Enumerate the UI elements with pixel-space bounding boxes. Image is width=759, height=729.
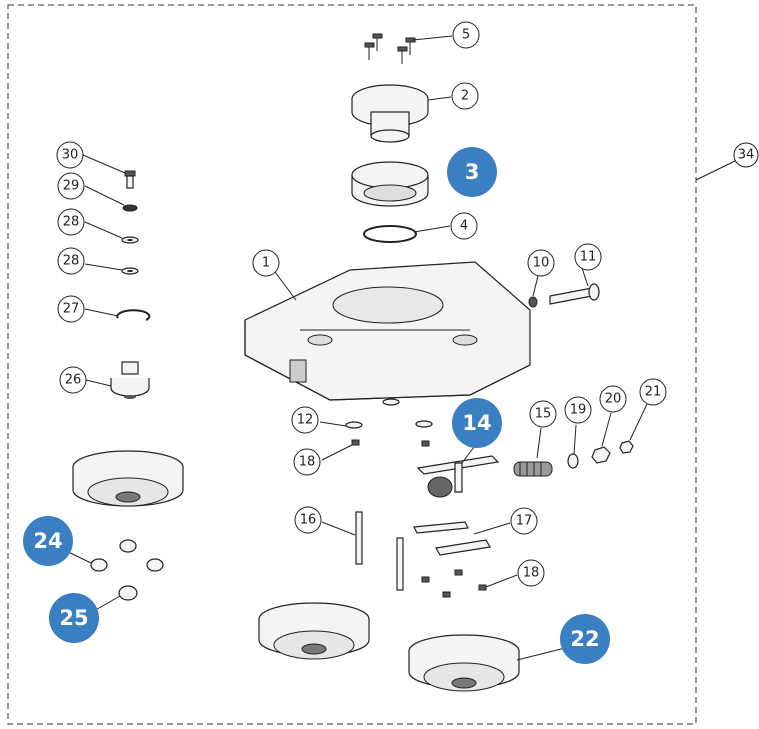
nut-part-21	[619, 440, 634, 454]
svg-text:30: 30	[62, 148, 79, 163]
svg-text:10: 10	[533, 256, 550, 271]
wheel-hub-part-26	[110, 361, 150, 399]
bracket-part-14	[416, 455, 500, 498]
svg-text:5: 5	[462, 28, 470, 43]
svg-text:4: 4	[460, 219, 468, 234]
callout-15: 15	[529, 400, 557, 428]
svg-text:28: 28	[63, 215, 80, 230]
washer-part-28-a	[121, 236, 139, 244]
small-screws-part-18-lower	[421, 569, 487, 598]
small-screws-part-18-upper	[351, 439, 430, 447]
svg-text:28: 28	[63, 254, 80, 269]
svg-text:25: 25	[59, 606, 88, 630]
callout-17: 17	[510, 507, 538, 535]
highlight-callout-3: 3	[447, 147, 497, 197]
svg-text:17: 17	[516, 514, 533, 529]
wheel-bottom-left	[258, 602, 370, 660]
svg-text:15: 15	[535, 407, 552, 422]
svg-text:34: 34	[738, 148, 755, 163]
svg-text:19: 19	[570, 403, 587, 418]
callout-10: 10	[527, 249, 555, 277]
highlight-callout-22: 22	[516, 614, 610, 664]
svg-text:24: 24	[33, 529, 62, 553]
washer-part-19	[567, 453, 579, 469]
shafts-part-16	[355, 511, 404, 591]
wheel-bottom-right-part-22	[408, 634, 520, 692]
feet-part-24	[90, 539, 164, 572]
bearing-housing-part-2	[351, 84, 429, 143]
svg-text:2: 2	[461, 89, 469, 104]
callout-20: 20	[599, 385, 627, 413]
callout-16: 16	[294, 506, 322, 534]
bearing-part-3	[351, 161, 429, 207]
washer-part-28-b	[121, 267, 139, 275]
nut-part-20	[591, 446, 611, 464]
callout-27: 27	[57, 295, 85, 323]
highlight-callout-14: 14	[452, 398, 502, 464]
highlight-callout-25: 25	[49, 593, 121, 643]
svg-text:14: 14	[462, 411, 491, 435]
svg-text:16: 16	[300, 513, 317, 528]
callout-12: 12	[291, 406, 319, 434]
screw-part-30	[124, 170, 136, 189]
svg-text:11: 11	[580, 250, 597, 265]
screws-part-5	[364, 33, 416, 64]
svg-text:18: 18	[299, 455, 316, 470]
svg-text:18: 18	[523, 566, 540, 581]
callout-4: 4	[450, 212, 478, 240]
callout-2: 2	[451, 82, 479, 110]
svg-text:12: 12	[297, 413, 314, 428]
callout-34: 34	[733, 142, 759, 168]
svg-text:27: 27	[63, 302, 80, 317]
callout-21: 21	[639, 378, 667, 406]
spring-part-15	[513, 461, 553, 477]
callout-18-lower: 18	[517, 559, 545, 587]
callout-29: 29	[57, 172, 85, 200]
o-ring-part-29	[122, 204, 138, 212]
plates-part-17	[413, 521, 491, 556]
callout-28-b: 28	[57, 247, 85, 275]
callout-26: 26	[59, 366, 87, 394]
svg-text:21: 21	[645, 385, 662, 400]
wheel-left	[72, 450, 184, 507]
svg-text:3: 3	[465, 160, 480, 184]
retaining-ring-part-4	[363, 225, 417, 243]
callout-30: 30	[56, 141, 84, 169]
svg-text:26: 26	[65, 373, 82, 388]
callout-1: 1	[252, 249, 280, 277]
leader-lines	[82, 35, 738, 588]
callout-28-a: 28	[57, 208, 85, 236]
small-washers-part-12	[345, 398, 433, 429]
main-body-part-1	[244, 261, 531, 401]
bolt-part-11	[549, 283, 600, 305]
highlight-callout-24: 24	[23, 516, 92, 566]
callout-5: 5	[452, 21, 480, 49]
callout-19: 19	[564, 396, 592, 424]
callout-18-upper: 18	[293, 448, 321, 476]
callout-11: 11	[574, 243, 602, 271]
assembly-boundary	[7, 4, 697, 725]
washer-part-10	[528, 296, 538, 308]
circlip-part-27	[116, 309, 151, 321]
svg-text:22: 22	[570, 627, 599, 651]
svg-text:20: 20	[605, 392, 622, 407]
svg-text:29: 29	[63, 179, 80, 194]
foot-part-25	[118, 585, 138, 601]
svg-text:1: 1	[262, 256, 270, 271]
